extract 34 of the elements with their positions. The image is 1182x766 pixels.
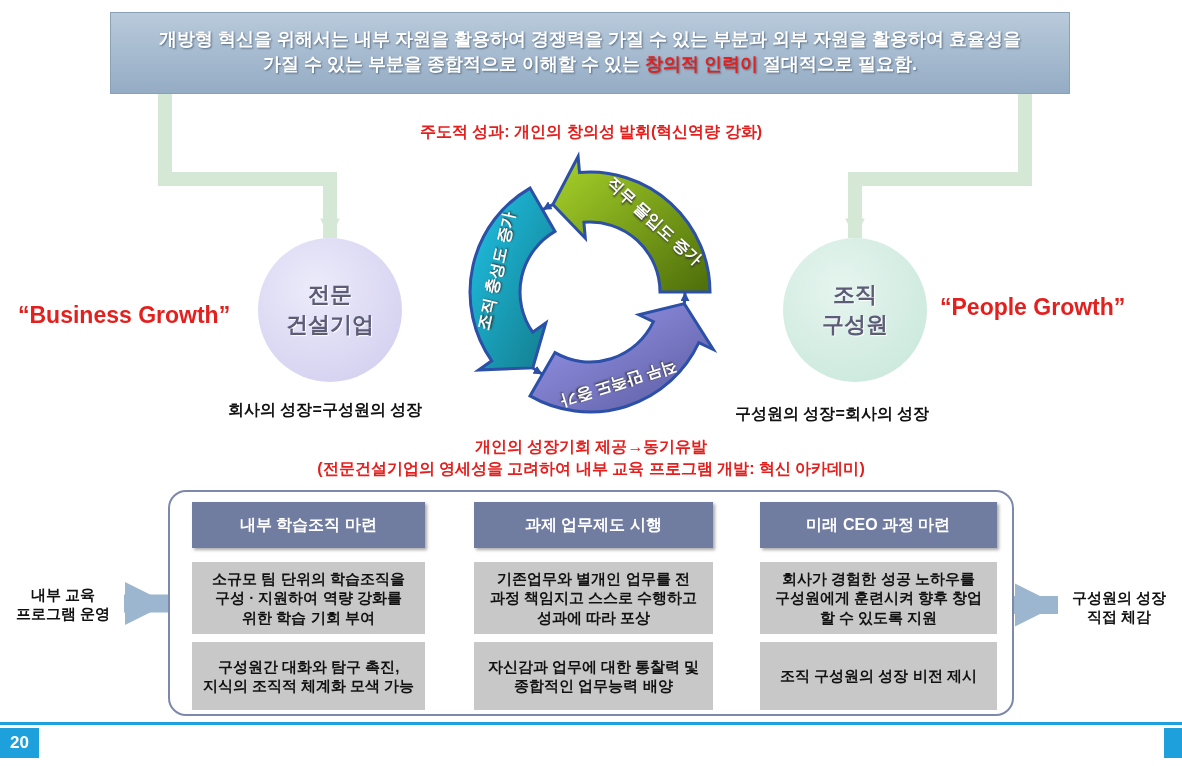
side-text: 내부 교육 프로그램 운영 [2,580,124,628]
side-text: 구성원의 성장 직접 체감 [1058,583,1180,631]
bent-arrow [158,94,340,238]
title-banner: 개방형 혁신을 위해서는 내부 자원을 활용하여 경쟁력을 가질 수 있는 부분과 외부 자원을 활용하여 효율성을 가질 수 있는 부분을 종합적으로 이해할 수 있는 창의적 인력이 절대적으로 필요함. [110,12,1070,94]
arrow [531,365,544,376]
caption-text: “People Growth” [940,294,1126,321]
group-box [168,490,1014,716]
cycle-segment [468,186,557,372]
arrow-label: 직무 만족도 증가 [557,356,680,411]
caption-text: 개인의 성장기회 제공→동기유발 [474,437,708,457]
page-number: 20 [0,728,39,758]
caption-text: (전문건설기업의 영세성을 고려하여 내부 교육 프로그램 개발: 혁신 아카데미) [317,459,865,479]
caption-text: 주도적 성과: 개인의 창의성 발휘(혁신역량 강화) [419,122,763,142]
caption-text: 회사의 성장=구성원의 성장 [228,400,423,420]
cycle-segment [550,154,712,294]
text-box: 조직 구성원의 성장 비전 제시 [760,642,997,710]
caption-text: “Business Growth” [18,302,231,329]
cycle-segment [528,301,716,414]
text-box: 기존업무와 별개인 업무를 전 과정 책임지고 스스로 수행하고 성과에 따라 포상 [474,562,713,634]
text-box: 구성원간 대화와 탐구 촉진, 지식의 조직적 체계화 모색 가능 [192,642,425,710]
arrow-label: 조직 충성도 증가 [473,210,519,333]
text-box: 회사가 경험한 성공 노하우를 구성원에게 훈련시켜 향후 창업 할 수 있도록 지원 [760,562,997,634]
caption-text: 구성원의 성장=회사의 성장 [735,404,930,424]
arrow [541,201,554,211]
header-box: 미래 CEO 과정 마련 [760,502,997,548]
block-arrow [124,581,168,626]
header-box: 내부 학습조직 마련 [192,502,425,548]
block-arrow [1014,583,1058,627]
text-box: 자신감과 업무에 대한 통찰력 및 종합적인 업무능력 배양 [474,642,713,710]
text-box: 소규모 팀 단위의 학습조직을 구성 · 지원하여 역량 강화를 위한 학습 기회 부여 [192,562,425,634]
bent-arrow [845,94,1032,238]
circle-node: 전문 건설기업 [258,238,402,382]
header-box: 과제 업무제도 시행 [474,502,713,548]
circle-node: 조직 구성원 [783,238,927,382]
